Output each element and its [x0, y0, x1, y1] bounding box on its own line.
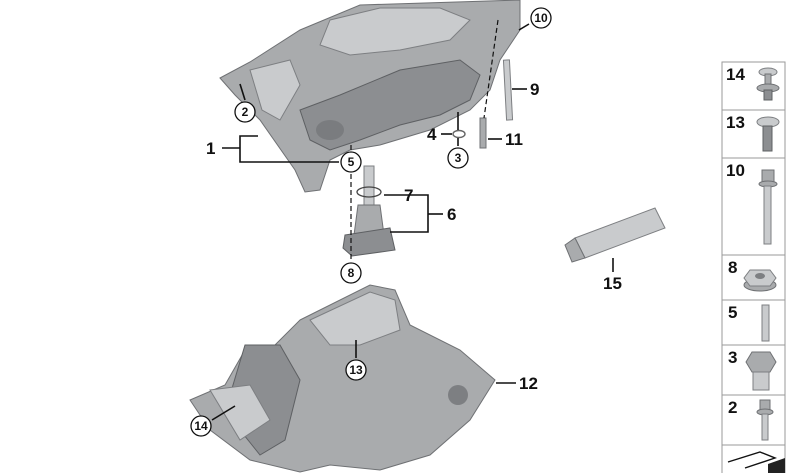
svg-text:2: 2: [242, 105, 249, 119]
callout-8[interactable]: 8: [340, 262, 362, 284]
callout-9[interactable]: 9: [530, 80, 539, 99]
callout-11[interactable]: 11: [505, 130, 523, 149]
callout-7[interactable]: 7: [404, 186, 413, 205]
legend-item-13[interactable]: 13: [721, 109, 786, 159]
drain-plug-icon: [745, 351, 777, 391]
legend-item-14[interactable]: 14: [721, 61, 786, 111]
oil-pan-illustration[interactable]: [219, 0, 521, 193]
callout-6[interactable]: 6: [447, 205, 456, 224]
callout-12[interactable]: 12: [519, 374, 538, 393]
callout-4[interactable]: 4: [427, 125, 437, 144]
callout-14[interactable]: 14: [190, 415, 212, 437]
svg-text:5: 5: [728, 303, 737, 322]
callout-3[interactable]: 3: [447, 147, 469, 169]
legend-item-2[interactable]: 2: [721, 394, 786, 446]
callout-1[interactable]: 1: [206, 139, 215, 158]
callout-15[interactable]: 15: [603, 274, 622, 293]
engine-splash-shield-illustration[interactable]: [189, 284, 496, 473]
callout-13[interactable]: 13: [345, 359, 367, 381]
guide-tube-illustration[interactable]: [502, 59, 514, 121]
expanding-rivet-icon: [756, 116, 780, 152]
legend-item-3[interactable]: 3: [721, 344, 786, 396]
callout-5[interactable]: 5: [340, 151, 362, 173]
dipstick-part-illustration[interactable]: [479, 117, 487, 149]
svg-text:10: 10: [534, 11, 548, 25]
legend-item-10[interactable]: 10: [721, 157, 786, 256]
sealant-tube-illustration[interactable]: [564, 207, 666, 263]
oil-level-sensor-illustration[interactable]: [342, 165, 396, 257]
svg-text:14: 14: [726, 65, 745, 84]
clip-rivet-icon: [756, 67, 780, 101]
svg-text:13: 13: [726, 113, 745, 132]
callout-10[interactable]: 10: [530, 7, 552, 29]
stud-icon: [761, 304, 770, 342]
svg-text:8: 8: [348, 266, 355, 280]
svg-text:3: 3: [728, 348, 737, 367]
svg-text:5: 5: [348, 155, 355, 169]
legend-item-5[interactable]: 5: [721, 299, 786, 346]
flange-bolt-icon: [756, 399, 774, 441]
svg-text:10: 10: [726, 161, 745, 180]
sealing-ring-illustration[interactable]: [452, 129, 466, 139]
long-bolt-icon: [758, 169, 778, 245]
fastener-legend: 14 13 10: [721, 61, 786, 473]
gasket-sheet-icon: [727, 451, 785, 473]
svg-text:14: 14: [194, 419, 208, 433]
svg-text:13: 13: [349, 363, 363, 377]
legend-item-8[interactable]: 8: [721, 254, 786, 301]
svg-text:3: 3: [455, 151, 462, 165]
hex-flange-nut-icon: [743, 269, 777, 292]
svg-text:2: 2: [728, 398, 737, 417]
legend-item-misc[interactable]: [721, 444, 786, 473]
svg-text:8: 8: [728, 258, 737, 277]
callout-2[interactable]: 2: [234, 101, 256, 123]
